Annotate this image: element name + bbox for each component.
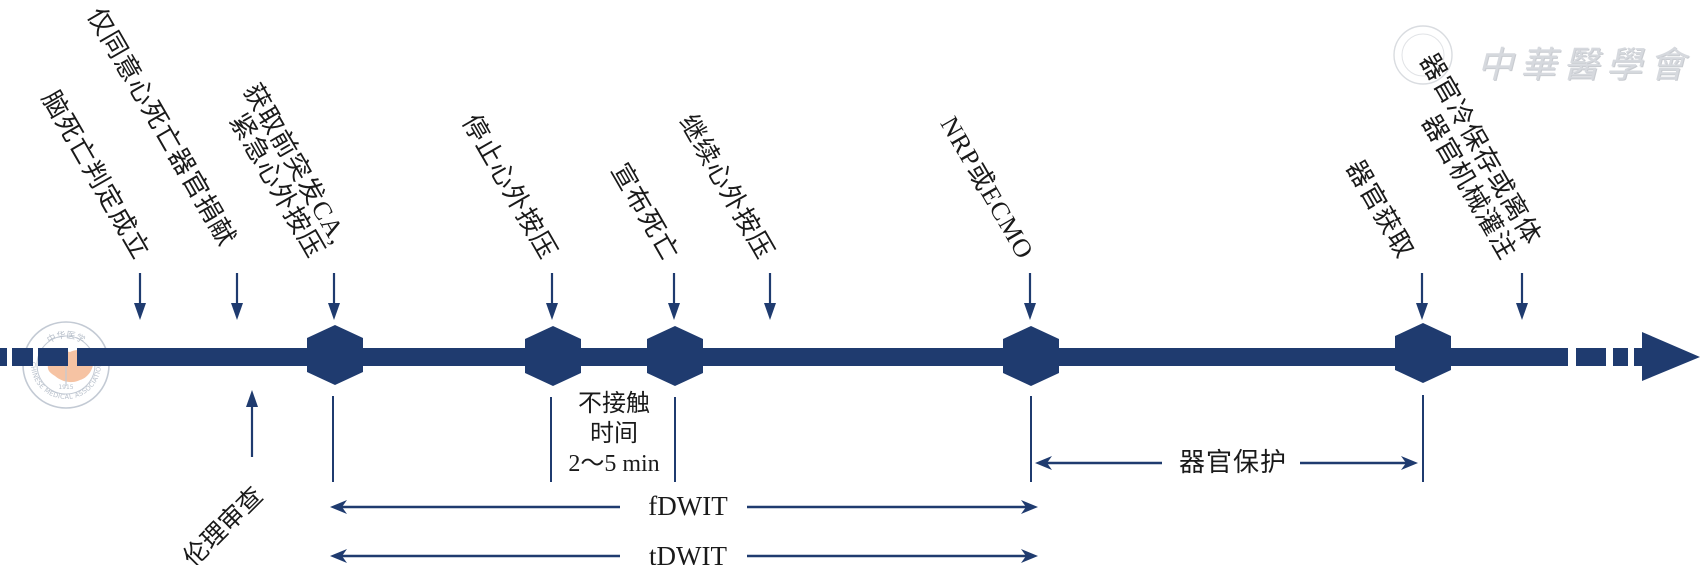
down-arrow-icon: [1416, 273, 1428, 320]
watermark-calligraphy: 中華醫學會: [1477, 45, 1693, 86]
no-touch-line: 时间: [590, 421, 638, 447]
no-touch-duration: 2～5 min: [568, 451, 660, 477]
timeline: [0, 332, 1700, 381]
timeline-dash: [1576, 348, 1606, 366]
tdwit-label: tDWIT: [649, 541, 727, 565]
no-touch-period: 不接触 时间 2～5 min: [568, 389, 659, 479]
down-arrow-icon: [328, 273, 340, 320]
organ-protection-label: 器官保护: [1178, 448, 1288, 477]
no-touch-line: 不接触: [578, 391, 650, 417]
left-arrowhead-icon: [1035, 456, 1052, 470]
reference-lines: [332, 395, 1424, 482]
timeline-dash: [0, 348, 7, 366]
timeline-dash: [38, 348, 68, 366]
logo-cn-text: 中华医学: [45, 329, 87, 346]
timeline-dash: [12, 348, 33, 366]
up-arrow-icon: [246, 390, 258, 457]
milestone-hexagon-organ-procurement: [1395, 323, 1451, 383]
left-arrowhead-icon: [330, 500, 347, 514]
right-arrowhead-icon: [1021, 549, 1038, 563]
down-arrow-icon: [764, 273, 776, 320]
milestone-hexagon-death: [647, 326, 703, 386]
event-arrows: [134, 273, 1528, 457]
timeline-bar: [77, 348, 1568, 366]
fdwit-span: [330, 500, 1038, 514]
down-arrow-icon: [546, 273, 558, 320]
down-arrow-icon: [134, 273, 146, 320]
down-arrow-icon: [668, 273, 680, 320]
fdwit-label: fDWIT: [648, 491, 728, 521]
timeline-arrowhead: [1634, 332, 1700, 381]
down-arrow-icon: [1024, 273, 1036, 320]
logo-outer-ring: [1393, 25, 1453, 85]
milestone-hexagon-ca: [307, 325, 363, 385]
milestones: [307, 323, 1451, 386]
down-arrow-icon: [1516, 273, 1528, 320]
logo-year-text: 1915: [58, 384, 73, 391]
organ-protection-span: [1035, 456, 1418, 470]
right-arrowhead-icon: [1401, 456, 1418, 470]
cma-logo-watermark-right: [1393, 25, 1453, 85]
logo-inner-ring: [1401, 33, 1445, 77]
tdwit-span: [330, 549, 1038, 563]
left-arrowhead-icon: [330, 549, 347, 563]
right-arrowhead-icon: [1021, 500, 1038, 514]
timeline-dash: [1613, 348, 1628, 366]
down-arrow-icon: [231, 273, 243, 320]
milestone-hexagon-stop-cpr: [525, 326, 581, 386]
milestone-hexagon-nrp-ecmo: [1003, 326, 1059, 386]
